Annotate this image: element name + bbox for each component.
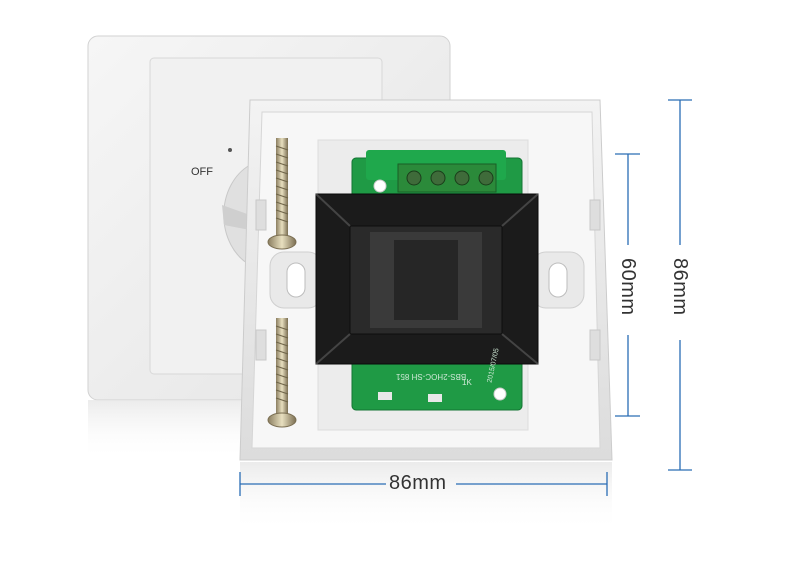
pcb-tag: 1K — [462, 378, 472, 387]
box-reflection — [240, 462, 612, 532]
terminal-block — [397, 163, 497, 193]
knob-off-label: OFF — [191, 166, 213, 178]
screw-top — [267, 138, 297, 250]
rotary-knob — [222, 164, 251, 266]
transformer — [315, 193, 539, 365]
width-label: 86mm — [389, 472, 447, 494]
height-inner-label: 60mm — [617, 258, 639, 316]
screw-bottom — [267, 318, 297, 428]
height-outer-label: 86mm — [669, 258, 691, 316]
